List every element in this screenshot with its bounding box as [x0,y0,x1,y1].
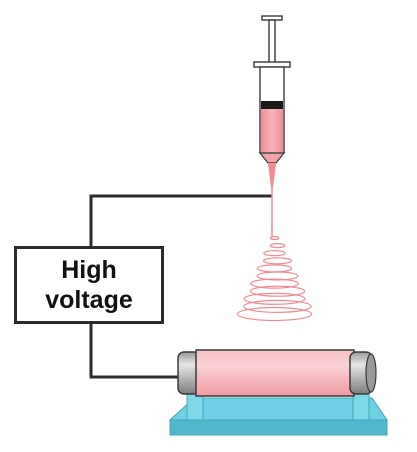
wires [89,194,272,379]
syringe-tip [258,152,286,164]
high-voltage-label-line2: voltage [45,286,133,314]
high-voltage-supply: High voltage [14,246,164,324]
spiral-loop [256,271,299,281]
spiral-loop [269,235,280,241]
spiral-loop [263,250,286,257]
spiral-loop [243,292,306,305]
top-wire [89,194,272,246]
spiral-loop [263,257,293,265]
drum-collector [177,349,377,397]
whipping-spiral [236,235,313,322]
base-front [169,419,388,436]
needle [268,163,276,187]
plunger-tip [261,101,283,109]
spiral-loop [256,264,293,273]
syringe-flange [253,61,291,68]
collector-base [168,389,388,436]
polymer-solution [261,109,283,152]
spiral-loop [269,243,286,249]
spiral-loop [250,278,299,289]
high-voltage-label-line1: High [61,256,117,284]
spiral-loop [243,299,312,313]
drum-axle-end [365,353,377,393]
bottom-wire [89,324,178,379]
plunger-rod [268,19,276,67]
spiral-loop [236,306,313,322]
spiral-loop [249,285,306,297]
syringe [253,15,291,187]
drum-body [195,349,355,397]
